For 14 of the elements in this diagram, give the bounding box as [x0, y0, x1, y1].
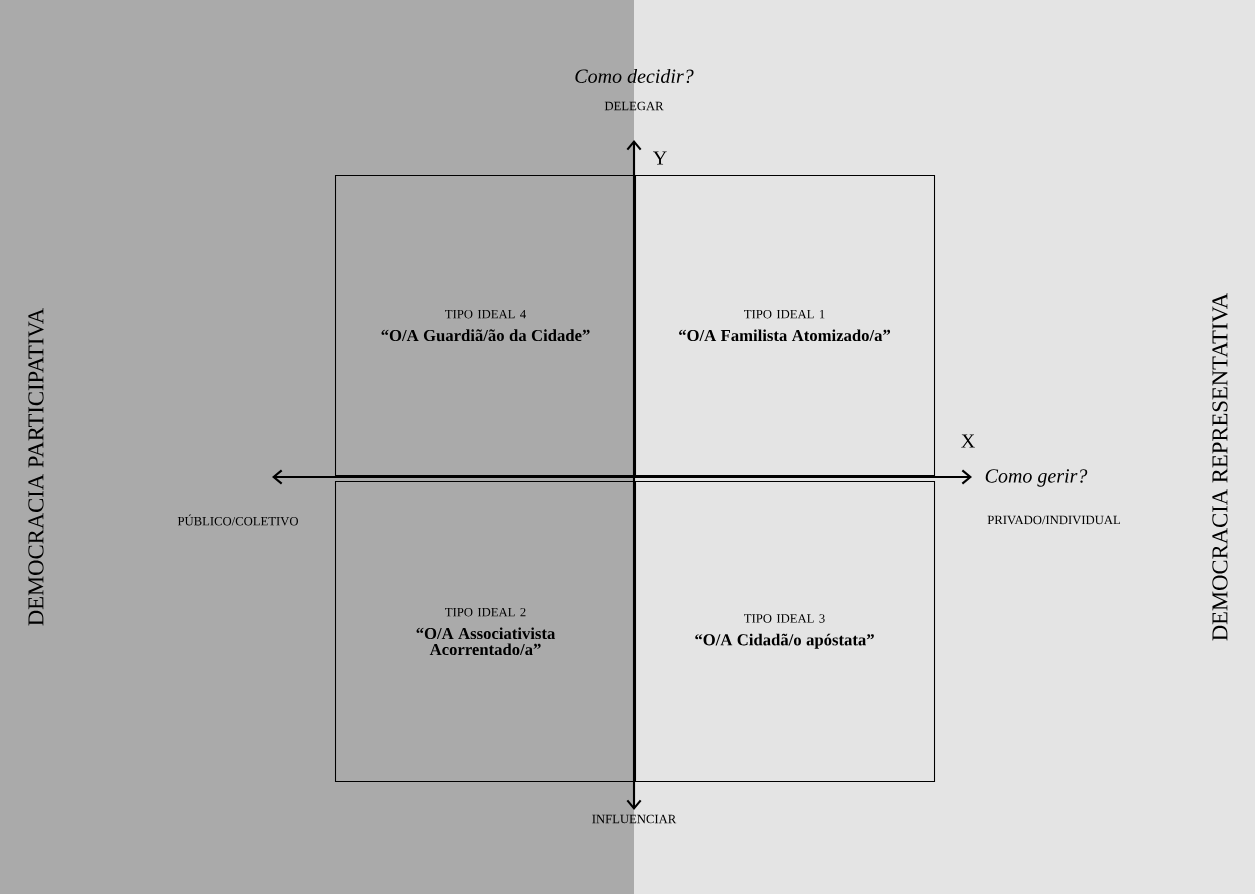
type-box: TIPO IDEAL 1 “O/A Familista Atomizado/a”	[633, 174, 936, 477]
axis-end-label: PRIVADO/INDIVIDUAL	[987, 515, 1120, 525]
type-box: TIPO IDEAL 3 “O/A Cidadã/o apóstata”	[633, 480, 936, 783]
axis-end-label: PÚBLICO/COLETIVO	[177, 514, 298, 526]
type-box: TIPO IDEAL 4 “O/A Guardiã/ão da Cidade”	[334, 174, 637, 477]
axis-letter: Y	[653, 151, 667, 165]
side-label: DEMOCRACIA REPRESENTATIVA	[1212, 292, 1228, 641]
axis-question: Como decidir?	[575, 68, 694, 84]
type-box: TIPO IDEAL 2 “O/A Associativista Acorrentado/a”	[334, 480, 637, 783]
axis-question: Como gerir?	[985, 469, 1088, 487]
axis-end-label: DELEGAR	[604, 101, 664, 111]
side-label: DEMOCRACIA PARTICIPATIVA	[28, 308, 44, 626]
axis-letter: X	[961, 434, 975, 448]
axis-end-label: INFLUENCIAR	[592, 814, 677, 824]
